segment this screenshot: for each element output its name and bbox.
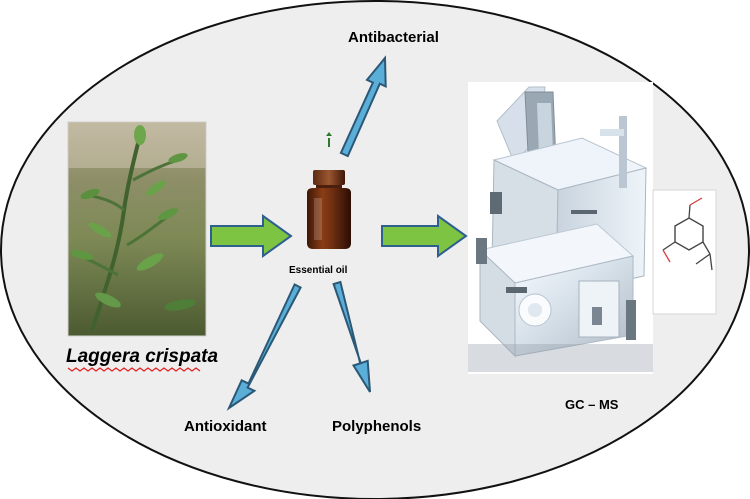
gc-ms-label: GC – MS [565, 397, 619, 412]
gc-ms-instrument-icon [468, 82, 653, 374]
plant-caption: Laggera crispata [66, 346, 218, 367]
chemical-structure-icon [653, 190, 716, 314]
antioxidant-label: Antioxidant [184, 418, 267, 435]
plant-photo [68, 122, 206, 336]
polyphenols-label: Polyphenols [332, 418, 421, 435]
bottle-label: Essential oil [289, 265, 348, 276]
antibacterial-label: Antibacterial [348, 29, 439, 46]
